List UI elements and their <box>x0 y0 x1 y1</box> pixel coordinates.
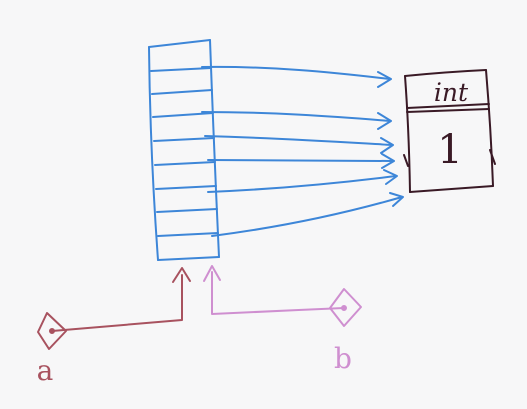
array-divider-2 <box>151 89 213 95</box>
int-box-top <box>404 69 487 77</box>
array-right-edge <box>209 39 220 258</box>
pointer-a-label: a <box>37 354 54 387</box>
int-box-tick-left <box>403 154 409 167</box>
pointer-b-arrowhead <box>203 265 221 282</box>
int-box-tick-right <box>489 149 496 165</box>
arrow-6-head <box>389 192 404 207</box>
array-bottom-edge <box>157 256 220 261</box>
arrow-2 <box>201 111 391 122</box>
array-divider-3 <box>152 112 214 118</box>
arrow-5 <box>207 175 397 193</box>
array-divider-6 <box>155 185 217 190</box>
pointer-b-line <box>211 271 345 315</box>
arrow-6 <box>211 196 403 237</box>
pointer-a <box>37 267 191 350</box>
arrow-1 <box>201 65 391 80</box>
pointer-b-diamond <box>329 288 362 327</box>
array-divider-8 <box>157 232 219 237</box>
array-divider-4 <box>153 137 215 142</box>
int-box-right <box>485 69 494 187</box>
pointer-a-diamond <box>37 312 67 350</box>
pointer-b <box>203 265 362 327</box>
arrow-1-head <box>377 71 392 88</box>
int-box <box>403 69 496 193</box>
int-box-header-underline <box>406 108 490 113</box>
arrow-4 <box>207 159 394 162</box>
arrow-2-head <box>377 112 392 130</box>
arrow-3-head <box>380 137 394 154</box>
int-box-left <box>404 75 411 193</box>
arrow-4-head <box>381 153 395 169</box>
pointer-b-label: b <box>334 342 352 375</box>
int-box-type-label: int <box>434 78 469 107</box>
pointer-a-line <box>51 274 183 332</box>
int-box-header-divider <box>406 103 490 109</box>
array-divider-7 <box>156 208 218 213</box>
array-left-edge <box>148 46 159 261</box>
reference-arrows <box>201 65 404 237</box>
int-box-bottom <box>409 185 494 193</box>
arrow-3 <box>204 135 393 146</box>
int-box-value: 1 <box>437 127 462 173</box>
array-top-edge <box>148 39 211 48</box>
reference-array <box>148 39 220 261</box>
array-divider-1 <box>150 67 212 72</box>
pointer-a-arrowhead <box>172 267 191 283</box>
array-divider-5 <box>154 161 216 166</box>
arrow-5-head <box>383 169 398 185</box>
